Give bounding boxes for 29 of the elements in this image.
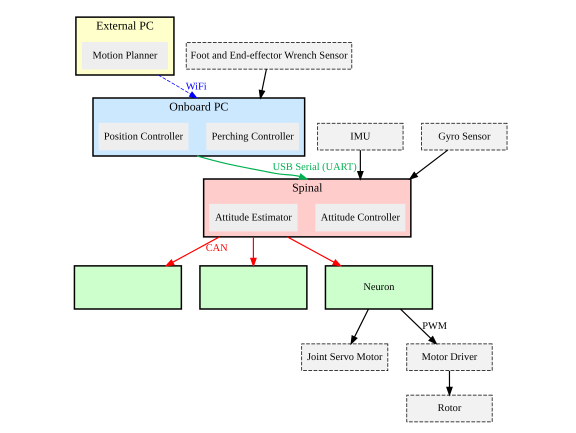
arrow xyxy=(249,236,256,268)
arrow xyxy=(196,155,308,180)
node-box: Motor Driver xyxy=(406,344,492,371)
edge-label: CAN xyxy=(205,243,228,254)
arrow xyxy=(286,236,342,267)
node-box: Attitude Estimator xyxy=(208,204,298,232)
arrow xyxy=(164,236,220,267)
node-box: Neuron xyxy=(324,265,433,310)
node-box: Rotor xyxy=(406,394,492,422)
arrow xyxy=(356,150,364,181)
arrow xyxy=(350,308,369,346)
arrow xyxy=(258,69,266,100)
node-box: Position Controller xyxy=(98,122,188,150)
edge-label: PWM xyxy=(422,321,447,332)
node-box: IMU xyxy=(316,122,403,150)
node-box: Motion Planner xyxy=(81,42,168,70)
arrow xyxy=(157,74,198,99)
node-box: Gyro Sensor xyxy=(420,122,507,150)
edge-label: USB Serial (UART) xyxy=(272,162,356,174)
edge-label: WiFi xyxy=(185,81,206,92)
node-box xyxy=(198,265,308,310)
node-box: Attitude Controller xyxy=(314,204,405,232)
node-box: Foot and End-effector Wrench Sensor xyxy=(185,42,352,70)
arrow xyxy=(408,150,448,180)
node-box: Joint Servo Motor xyxy=(300,344,388,371)
node-box: Perching Controller xyxy=(206,122,299,150)
arrow xyxy=(446,370,452,397)
node-box xyxy=(73,265,182,310)
arrow xyxy=(400,308,438,345)
